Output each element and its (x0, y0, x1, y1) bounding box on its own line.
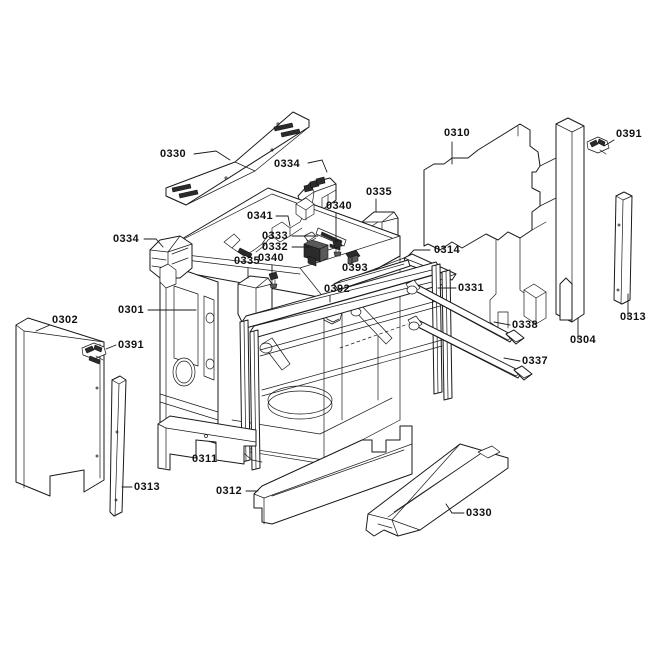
part-code-label: 0334 (274, 158, 301, 170)
callout-0392-spring-clip[interactable]: 0392 (324, 283, 350, 303)
part-code-label: 0330 (160, 148, 186, 160)
part-lower-slide-rail-lower[interactable] (339, 315, 533, 381)
part-code-label: 0335 (366, 186, 392, 198)
part-code-label: 0338 (512, 319, 538, 331)
part-code-label: 0330 (466, 507, 492, 519)
part-edge-seal-strip-left[interactable] (109, 375, 127, 517)
callout-0313-edge-seal-strip-left[interactable]: 0313 (121, 481, 160, 493)
callout-0331-side-frame-rail[interactable]: 0331 (437, 282, 484, 294)
leader-line (307, 159, 328, 173)
leader-line (193, 150, 231, 161)
callout-0334-hinge-assembly-upper[interactable]: 0334 (274, 158, 328, 173)
callout-0335-corner-cap-right[interactable]: 0335 (366, 186, 392, 213)
part-roller-bearing[interactable] (345, 249, 361, 265)
callout-0338-lower-slide-rail-upper[interactable]: 0338 (493, 319, 538, 331)
part-top-cover-strip[interactable] (165, 111, 310, 206)
callout-0337-lower-slide-rail-lower[interactable]: 0337 (503, 355, 548, 367)
part-rear-corner-trim[interactable] (539, 117, 585, 323)
part-lower-slide-rail-upper[interactable] (405, 279, 525, 345)
part-code-label: 0340 (258, 252, 284, 264)
part-code-label: 0312 (216, 485, 242, 497)
callout-0330-top-cover-strip[interactable]: 0330 (160, 148, 231, 161)
callout-0330-bottom-cover-strip[interactable]: 0330 (445, 503, 492, 519)
part-code-label: 0335 (234, 255, 260, 267)
callout-0311-base-bracket-front[interactable]: 0311 (192, 439, 217, 465)
callout-0313-edge-seal-strip-right[interactable]: 0313 (620, 293, 646, 323)
part-front-base-cover[interactable] (253, 425, 413, 525)
part-code-label: 0391 (616, 128, 642, 140)
part-code-label: 0310 (444, 127, 470, 139)
part-edge-seal-strip-right[interactable] (613, 191, 633, 305)
callout-0340-screw-fastener-b[interactable]: 0340 (258, 252, 284, 276)
leader-line (105, 344, 117, 350)
part-screw-fastener-b[interactable] (268, 271, 279, 289)
callout-0332-latch-mechanism[interactable]: 0332 (262, 241, 311, 253)
part-wire-harness-clip[interactable] (223, 197, 315, 259)
part-code-label: 0337 (522, 355, 548, 367)
callout-0312-front-base-cover[interactable]: 0312 (216, 485, 259, 497)
part-code-label: 0311 (192, 453, 217, 465)
callout-0334-hinge-assembly-left[interactable]: 0334 (113, 233, 164, 248)
callout-0333-latch-rod[interactable]: 0333 (262, 230, 319, 242)
part-code-label: 0392 (324, 283, 350, 295)
leader-line (407, 249, 431, 257)
part-code-label: 0304 (570, 334, 597, 346)
part-code-label: 0313 (134, 481, 160, 493)
callout-0314-upper-slide-rail[interactable]: 0314 (407, 244, 461, 257)
part-code-label: 0302 (52, 314, 78, 326)
callout-0302-left-side-panel[interactable]: 0302 (35, 314, 78, 332)
callout-0393-roller-bearing[interactable]: 0393 (342, 257, 368, 274)
part-base-bracket-front[interactable] (157, 415, 257, 471)
part-code-label: 0391 (118, 339, 144, 351)
leader-line (35, 324, 51, 332)
part-code-label: 0333 (262, 230, 288, 242)
part-bottom-cover-strip[interactable] (365, 443, 509, 537)
part-hinge-assembly-left[interactable] (149, 235, 193, 289)
part-code-label: 0331 (458, 282, 484, 294)
part-rear-back-panel[interactable] (423, 123, 541, 251)
callout-0341-wire-harness-clip[interactable]: 0341 (247, 210, 291, 227)
callout-0335-corner-cap-left[interactable]: 0335 (234, 255, 260, 279)
callout-0391-bracket-clip-right[interactable]: 0391 (603, 128, 642, 147)
part-inner-tub-cabinet[interactable] (159, 187, 401, 465)
callout-0304-rear-corner-trim[interactable]: 0304 (570, 317, 597, 346)
part-code-label: 0393 (342, 262, 368, 274)
part-code-label: 0332 (262, 241, 288, 253)
part-screw-fastener-a[interactable] (332, 239, 343, 257)
part-code-label: 0301 (118, 304, 144, 316)
leader-line (493, 321, 511, 326)
leader-line (603, 139, 615, 147)
callout-0340-screw-fastener-a[interactable]: 0340 (326, 200, 352, 244)
leader-line (275, 215, 291, 227)
part-left-side-panel[interactable] (15, 317, 105, 497)
leader-line (445, 503, 465, 514)
part-bracket-clip-right[interactable] (586, 136, 610, 155)
part-code-label: 0334 (113, 233, 140, 245)
callout-layer: 0330 0334 0335 0310 0391 0340 0341 0334 03330332… (35, 127, 646, 519)
part-code-label: 0341 (247, 210, 273, 222)
callout-0310-rear-back-panel[interactable]: 0310 (444, 127, 470, 165)
leader-line (143, 238, 164, 248)
leader-line (503, 357, 521, 362)
callout-0301-inner-tub-cabinet[interactable]: 0301 (118, 304, 197, 316)
part-code-label: 0340 (326, 200, 352, 212)
part-code-label: 0313 (620, 311, 646, 323)
part-code-label: 0314 (434, 244, 461, 256)
callout-0391-bracket-clip-left[interactable]: 0391 (105, 339, 144, 351)
part-bracket-clip-left[interactable] (81, 342, 107, 365)
